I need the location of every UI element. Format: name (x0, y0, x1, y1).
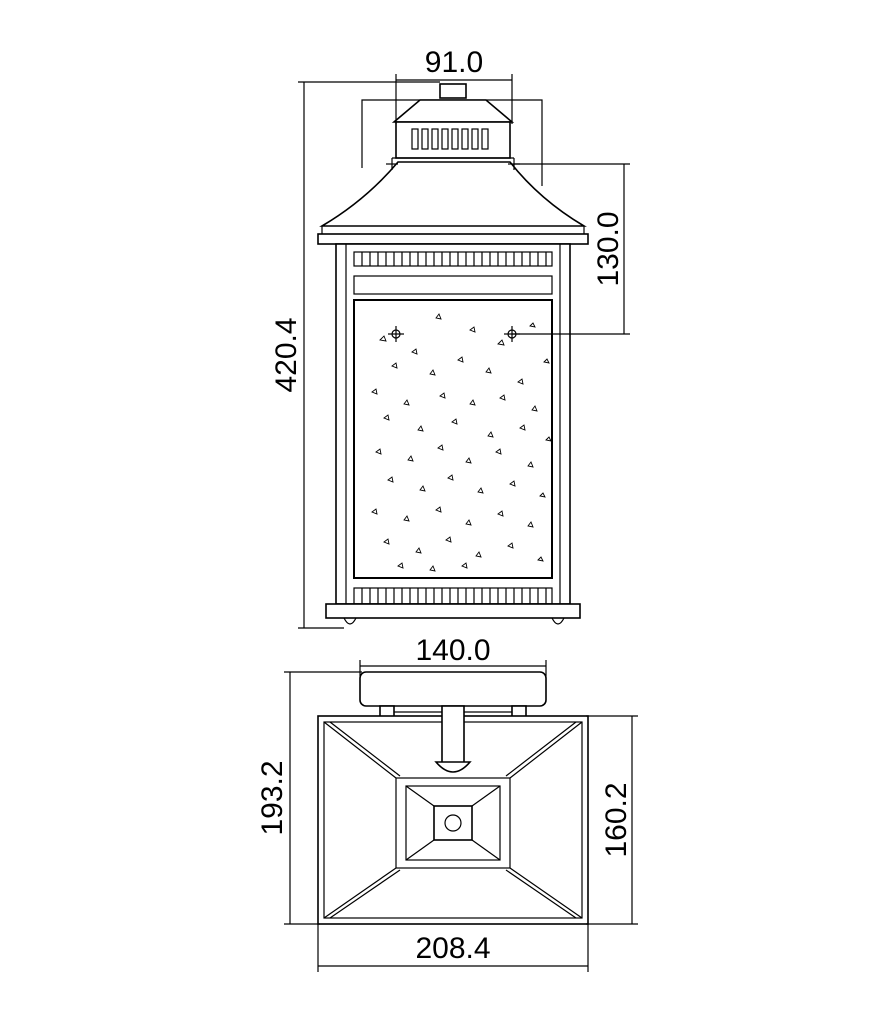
shade-inner-top (395, 777, 511, 869)
vent-band (395, 121, 511, 159)
plan-view (317, 671, 589, 925)
dim-backplate-width: 140.0 (359, 634, 547, 676)
dim-label-overall-height: 420.4 (270, 317, 303, 392)
dim-label-mount-height: 130.0 (592, 211, 625, 286)
dim-label-backplate-width: 140.0 (415, 634, 490, 667)
stem (441, 705, 465, 765)
vent-slots (411, 128, 489, 150)
top-panel (353, 275, 553, 295)
stem-collar (434, 761, 472, 773)
shade-diagonals (323, 721, 583, 919)
finial (439, 83, 467, 99)
roof (319, 161, 587, 227)
mount-screw-left (388, 326, 404, 342)
dim-depth-shade: 160.2 (586, 715, 638, 925)
cap-dome (391, 99, 515, 123)
lantern-body (335, 243, 571, 605)
dim-mount-height: 130.0 (512, 163, 630, 335)
dim-top-width: 91.0 (395, 46, 513, 124)
front-elevation (317, 83, 589, 625)
dim-overall-height: 420.4 (270, 81, 440, 629)
bottom-band-ticks (361, 588, 547, 604)
glass-panel (353, 299, 553, 579)
base-feet (343, 617, 565, 625)
backplate (359, 671, 547, 707)
top-band (353, 251, 553, 267)
dim-shade-width: 208.4 (317, 924, 589, 972)
center-finial-box (433, 805, 473, 841)
roof-rim (317, 233, 589, 245)
dim-label-depth-overall: 193.2 (256, 760, 289, 835)
dim-label-top-width: 91.0 (425, 46, 483, 79)
center-finial (444, 814, 462, 832)
dim-label-depth-shade: 160.2 (600, 782, 633, 857)
dim-depth-overall: 193.2 (256, 671, 362, 925)
base-plate (325, 603, 581, 619)
glass-seeds (371, 313, 552, 572)
top-band-ticks (361, 252, 547, 266)
dim-label-shade-width: 208.4 (415, 932, 490, 965)
shade-inner-inset (405, 785, 501, 861)
